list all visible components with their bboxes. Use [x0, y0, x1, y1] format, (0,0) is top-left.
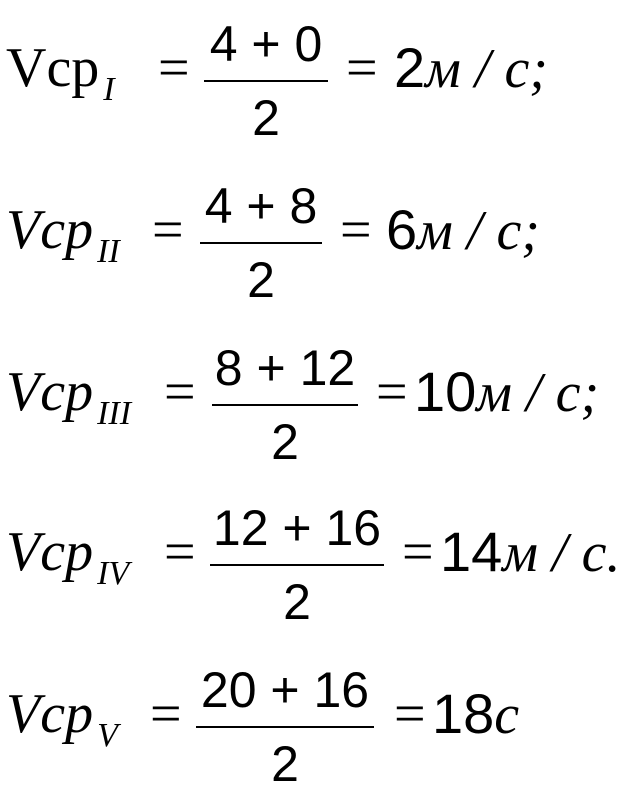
fraction-bar [204, 80, 328, 82]
result-value: 2 [394, 36, 426, 99]
result-value: 18 [432, 682, 495, 745]
result-unit: м / с; [476, 362, 600, 424]
fraction: 20 + 16 2 [196, 656, 374, 796]
denominator: 2 [252, 90, 280, 146]
denominator: 2 [271, 414, 299, 470]
fraction-bar [212, 404, 358, 406]
equals-sign: = [340, 199, 372, 261]
denominator: 2 [271, 736, 299, 792]
variable-name: Vcp [6, 37, 100, 99]
variable-subscript: II [97, 233, 120, 270]
numerator: 8 + 12 [214, 340, 356, 396]
result-value: 14 [440, 520, 503, 583]
equals-sign: = [152, 199, 184, 261]
result: 2м / с; [394, 36, 548, 100]
result-unit: м / с. [502, 522, 621, 584]
numerator: 4 + 8 [204, 178, 318, 234]
equals-sign: = [394, 683, 426, 745]
result: 18с [432, 682, 520, 746]
result-value: 10 [414, 360, 477, 423]
variable-subscript: III [97, 395, 132, 432]
result: 14м / с. [440, 520, 621, 584]
fraction: 8 + 12 2 [212, 334, 358, 474]
fraction-bar [196, 726, 374, 728]
variable-name: Vcp [6, 683, 94, 745]
fraction-bar [210, 564, 384, 566]
variable-subscript: V [97, 717, 118, 754]
equals-sign: = [158, 37, 190, 99]
numerator: 12 + 16 [212, 500, 382, 556]
result-value: 6 [386, 198, 418, 261]
equals-sign: = [150, 683, 182, 745]
denominator: 2 [283, 574, 311, 630]
result-unit: с [494, 684, 520, 746]
result: 10м / с; [414, 360, 600, 424]
fraction: 4 + 0 2 [204, 10, 328, 150]
denominator: 2 [247, 252, 275, 308]
fraction: 12 + 16 2 [210, 494, 384, 634]
variable-subscript: I [103, 71, 115, 108]
equals-sign: = [402, 521, 434, 583]
equals-sign: = [164, 361, 196, 423]
fraction-bar [200, 242, 322, 244]
fraction: 4 + 8 2 [200, 172, 322, 312]
variable-subscript: IV [97, 555, 130, 592]
result: 6м / с; [386, 198, 540, 262]
numerator: 4 + 0 [209, 16, 323, 72]
equals-sign: = [164, 521, 196, 583]
variable-name: Vcp [6, 361, 94, 423]
result-unit: м / с; [425, 38, 548, 100]
result-unit: м / с; [417, 200, 540, 262]
variable-name: Vcp [6, 521, 94, 583]
equals-sign: = [376, 361, 408, 423]
variable-name: Vcp [6, 199, 94, 261]
equals-sign: = [346, 37, 378, 99]
numerator: 20 + 16 [200, 662, 370, 718]
